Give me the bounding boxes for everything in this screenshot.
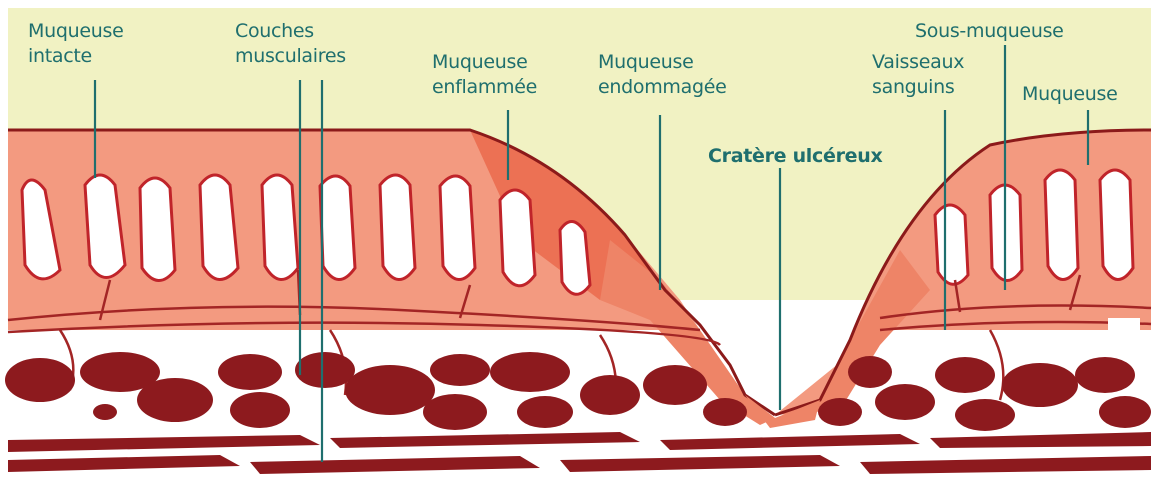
label-vaisseaux-sanguins-1: Vaisseaux — [872, 51, 964, 73]
label-muqueuse: Muqueuse — [1022, 83, 1117, 105]
label-muqueuse-intacte-1: Muqueuse — [28, 20, 123, 42]
label-cratere-ulcereux: Cratère ulcéreux — [708, 145, 882, 167]
label-vaisseaux-sanguins-2: sanguins — [872, 76, 955, 98]
white-patch — [1108, 318, 1140, 340]
label-muqueuse-enflammee-2: enflammée — [432, 76, 537, 98]
label-muqueuse-intacte-2: intacte — [28, 45, 92, 67]
label-muqueuse-endommagee-1: Muqueuse — [598, 51, 693, 73]
label-sous-muqueuse: Sous-muqueuse — [915, 20, 1064, 42]
label-muqueuse-endommagee-2: endommagée — [598, 76, 727, 98]
label-couches-musculaires-1: Couches — [235, 20, 314, 42]
label-muqueuse-enflammee-1: Muqueuse — [432, 51, 527, 73]
label-couches-musculaires-2: musculaires — [235, 45, 346, 67]
